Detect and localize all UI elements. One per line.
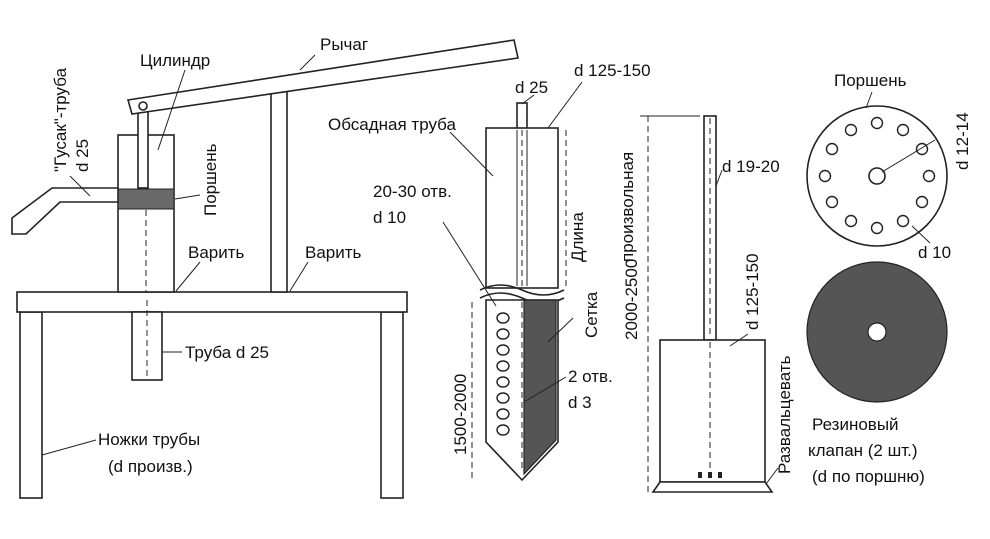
table-top — [16, 291, 408, 313]
lower-cylinder — [659, 339, 766, 483]
label-rubber-valve: Резиновый — [812, 415, 899, 434]
label-pipe-d25: Труба d 25 — [185, 343, 269, 362]
casing-holes — [496, 312, 510, 436]
label-weld-1: Варить — [188, 243, 245, 262]
lever — [126, 39, 519, 115]
label-1500-2000: 1500-2000 — [451, 374, 470, 455]
label-gooseneck-diameter: d 25 — [73, 139, 92, 172]
leader-piston-right — [865, 91, 873, 109]
label-rubber-valve-diameter: (d по поршню) — [812, 467, 925, 486]
label-d10: d 10 — [918, 243, 951, 262]
label-flare: Развальцевать — [775, 355, 794, 474]
label-casing: Обсадная труба — [328, 115, 457, 134]
rubber-valve-hole — [867, 322, 887, 342]
leader-lever — [299, 54, 316, 71]
suction-pipe-assembly: d 19-20 d 125-150 2000-2500 Развальцеват… — [622, 115, 794, 493]
label-holes: 20-30 отв. — [373, 182, 452, 201]
piston-disc: Поршень d 12-14 d 10 — [806, 71, 972, 262]
slot-2 — [708, 472, 712, 478]
leg-right — [380, 311, 404, 499]
leader-holes — [442, 221, 497, 307]
leader-d125-150-side — [729, 333, 749, 347]
piston-rod — [137, 101, 149, 189]
label-d125-150-top: d 125-150 — [574, 61, 651, 80]
leader-weld2 — [289, 261, 309, 292]
label-gooseneck: "Гусак"-труба — [51, 67, 70, 172]
label-length-arbitrary: произвольная — [618, 152, 637, 262]
leader-two-holes — [523, 376, 567, 403]
label-lever: Рычаг — [320, 35, 368, 54]
label-d125-150-side: d 125-150 — [743, 253, 762, 330]
leader-flare — [765, 467, 779, 485]
leader-d10 — [911, 225, 931, 244]
slot-1 — [698, 472, 702, 478]
label-two-holes-diameter: d 3 — [568, 393, 592, 412]
break-mark-top — [479, 284, 565, 296]
label-piston-left: Поршень — [201, 143, 220, 216]
leader-gooseneck — [69, 175, 91, 197]
leader-d125-150-top — [547, 81, 583, 129]
piston-holes — [818, 116, 936, 235]
rubber-valve: Резиновый клапан (2 шт.) (d по поршню) — [806, 261, 948, 486]
leader-d12-14 — [881, 139, 936, 173]
leader-mesh — [547, 317, 574, 343]
leader-d25 — [521, 94, 535, 105]
label-mesh: Сетка — [582, 291, 601, 338]
mesh-area — [523, 299, 557, 476]
leader-weld1 — [175, 261, 201, 292]
inner-pipe-top — [516, 102, 528, 130]
leader-legs — [41, 439, 97, 456]
label-d12-14: d 12-14 — [953, 112, 972, 170]
slot-3 — [718, 472, 722, 478]
leader-casing — [449, 131, 494, 177]
leg-left — [19, 311, 43, 499]
label-two-holes: 2 отв. — [568, 367, 613, 386]
label-rubber-valve-count: клапан (2 шт.) — [808, 441, 918, 460]
label-holes-diameter: d 10 — [373, 208, 406, 227]
label-weld-2: Варить — [305, 243, 362, 262]
pump-assembly: Рычаг Цилиндр "Гусак"-труба d 25 Поршень… — [11, 35, 519, 499]
piston-center-hole — [868, 167, 886, 185]
label-2000-2500: 2000-2500 — [622, 259, 641, 340]
label-length: Длина — [568, 212, 587, 262]
label-legs: Ножки трубы — [98, 430, 200, 449]
rod-pivot — [138, 101, 148, 111]
casing-assembly: d 25 d 125-150 Обсадная труба 20-30 отв.… — [328, 61, 651, 482]
support-post — [270, 81, 288, 293]
label-cylinder: Цилиндр — [140, 51, 210, 70]
leader-piston — [174, 194, 201, 200]
label-d19-20: d 19-20 — [722, 157, 780, 176]
leader-d19-20 — [715, 169, 723, 187]
label-legs-diameter: (d произв.) — [108, 457, 193, 476]
flared-base — [651, 481, 774, 493]
piston-left — [117, 188, 175, 210]
gooseneck-pipe — [11, 187, 119, 235]
label-d25: d 25 — [515, 78, 548, 97]
label-piston-right: Поршень — [834, 71, 907, 90]
leader-cylinder — [157, 69, 186, 151]
